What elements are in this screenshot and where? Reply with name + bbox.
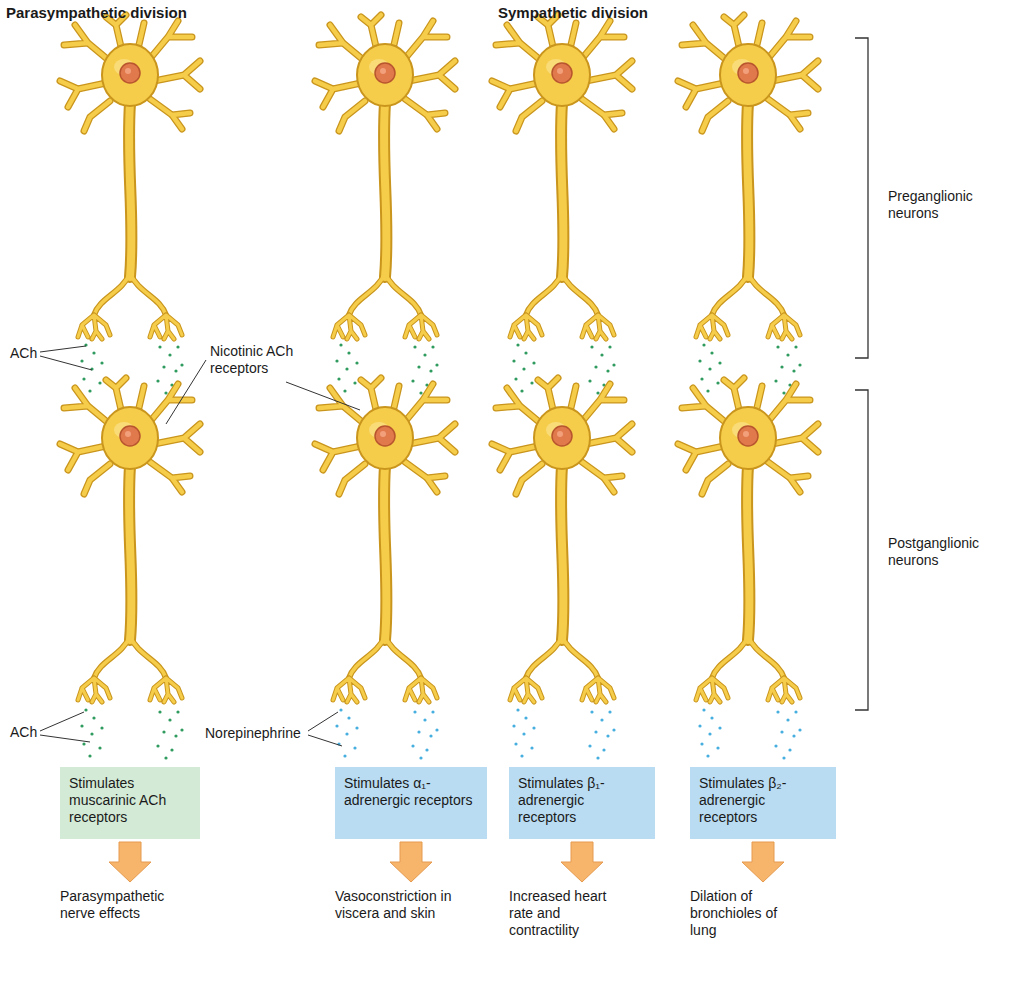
- transmitter-label: ACh: [10, 345, 50, 362]
- effect-arrow: [390, 842, 432, 882]
- bracket-label: Postganglionic neurons: [888, 535, 1013, 569]
- box-text: Stimulates α₁-adrenergic receptors: [344, 775, 478, 809]
- postganglionic-neuron: [60, 378, 200, 702]
- effect-text: Increased heart rate and contractility: [509, 888, 609, 939]
- effect-arrow: [561, 842, 603, 882]
- preganglionic-neuron: [60, 15, 200, 339]
- transmitter-label: Norepinephrine: [205, 725, 315, 742]
- effect-arrow: [109, 842, 151, 882]
- receptor-box: Stimulates α₁-adrenergic receptors: [335, 767, 487, 839]
- transmitter-label: ACh: [10, 724, 50, 741]
- bracket-label: Preganglionic neurons: [888, 188, 1008, 222]
- norepinephrine-dots: [335, 708, 801, 759]
- preganglionic-neuron: [678, 15, 818, 339]
- receptor-label: Nicotinic ACh receptors: [210, 343, 310, 377]
- receptor-box: Stimulates β₂-adrenergic receptors: [690, 767, 836, 839]
- box-text: Stimulates β₁-adrenergic receptors: [518, 775, 646, 826]
- postganglionic-neuron: [492, 378, 632, 702]
- effect-text: Dilation of bronchioles of lung: [690, 888, 780, 939]
- preganglionic-neuron: [315, 15, 455, 339]
- effect-text: Parasympathetic nerve effects: [60, 888, 190, 922]
- box-text: Stimulates β₂-adrenergic receptors: [699, 775, 827, 826]
- leader-line: [40, 346, 360, 746]
- postganglionic-neuron: [678, 378, 818, 702]
- effect-text: Vasoconstriction in viscera and skin: [335, 888, 485, 922]
- receptor-box: Stimulates muscarinic ACh receptors: [60, 767, 200, 839]
- postganglionic-neuron: [315, 378, 455, 702]
- division-heading: Sympathetic division: [498, 4, 758, 21]
- bracket: [855, 38, 868, 710]
- division-heading: Parasympathetic division: [6, 4, 266, 21]
- effect-arrow: [742, 842, 784, 882]
- ach-dots: [80, 708, 183, 759]
- receptor-box: Stimulates β₁-adrenergic receptors: [509, 767, 655, 839]
- preganglionic-neuron: [492, 15, 632, 339]
- box-text: Stimulates muscarinic ACh receptors: [69, 775, 191, 826]
